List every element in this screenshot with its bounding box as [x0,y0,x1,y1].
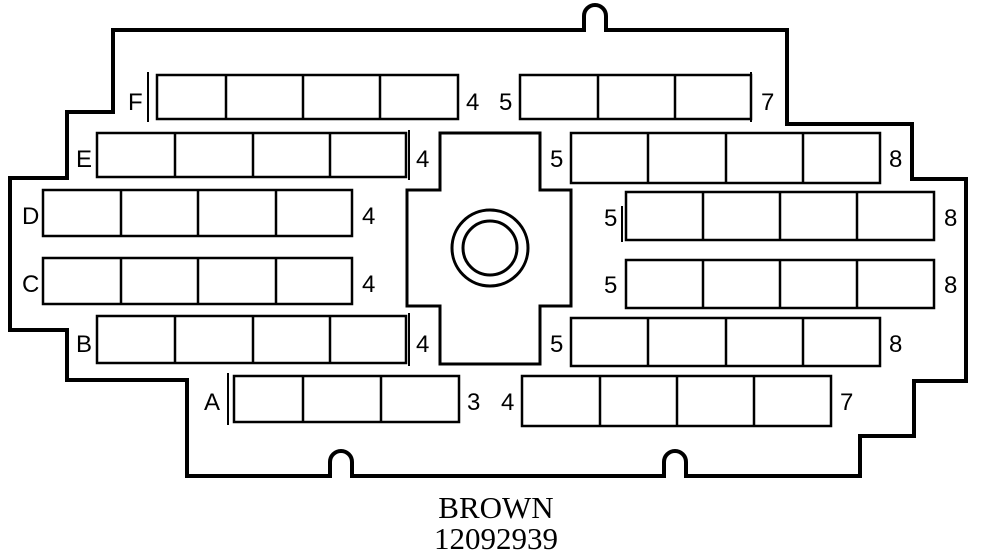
cavity-row-right-1-box [518,73,753,121]
row-start-pin: 5 [550,331,563,358]
row-start-pin: 4 [501,389,514,416]
row-end-pin-C: 4 [362,271,375,298]
center-post-inner [461,219,519,277]
cavity-row-C: C 4 [22,256,375,306]
row-end-pin-A: 3 [467,389,480,416]
cavity-row-right-6: 4 7 [501,374,853,428]
row-start-pin: 5 [499,89,512,116]
row-end-pin: 8 [889,146,902,173]
row-end-pin: 8 [944,272,957,299]
row-end-pin-F: 4 [466,89,479,116]
row-end-pin: 7 [840,389,853,416]
row-end-pin: 8 [944,205,957,232]
row-letter-C: C [22,271,39,298]
cavity-row-A-box [232,374,461,424]
row-end-pin: 8 [889,331,902,358]
row-end-pin-B: 4 [416,331,429,358]
row-end-pin-D: 4 [362,203,375,230]
row-end-pin: 7 [761,89,774,116]
cavity-row-F-box [155,73,460,121]
cavity-row-B-box [95,314,408,365]
cavity-row-D: D 4 [22,188,375,238]
row-start-pin: 5 [604,205,617,232]
center-post-outer [450,208,530,288]
cavity-row-right-1: 5 7 [499,72,774,122]
connector-housing [8,3,968,478]
connector-color-label: BROWN [438,490,554,525]
cavity-row-A: A 3 [204,373,480,425]
row-letter-D: D [22,203,39,230]
connector-part-number: 12092939 [434,521,558,556]
cavity-row-right-5: 5 8 [550,316,902,368]
cavity-row-F: F 4 [128,72,479,122]
row-letter-B: B [76,331,92,358]
row-end-pin-E: 4 [416,146,429,173]
cavity-row-E-box [95,131,408,179]
cavity-row-right-3: 5 8 [604,190,957,242]
row-letter-E: E [76,146,92,173]
row-start-pin: 5 [604,272,617,299]
cavity-row-right-4: 5 8 [604,258,957,310]
cavity-row-E: E 4 [76,130,429,180]
row-start-pin: 5 [550,146,563,173]
cavity-row-right-2: 5 8 [550,131,902,185]
row-letter-F: F [128,89,143,116]
cavity-row-B: B 4 [76,313,429,366]
center-hub [405,131,573,366]
row-letter-A: A [204,389,220,416]
